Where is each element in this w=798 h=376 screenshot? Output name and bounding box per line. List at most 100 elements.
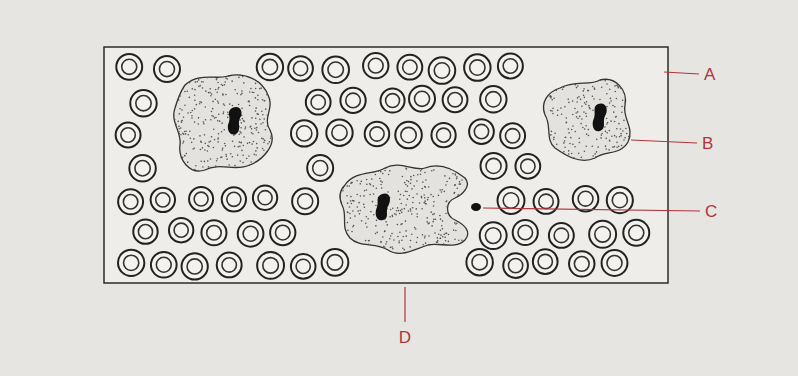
granule (544, 121, 546, 123)
granule (171, 133, 173, 135)
granule (567, 158, 569, 160)
granule (353, 169, 355, 171)
granule (581, 156, 583, 158)
cell-inner-ring (368, 58, 383, 73)
granule (225, 156, 227, 158)
granule (213, 147, 215, 149)
cell-inner-ring (370, 127, 384, 141)
granule (357, 206, 359, 208)
granule (463, 170, 465, 172)
granule (174, 142, 176, 144)
granule (347, 212, 349, 214)
granule (577, 111, 579, 113)
granule (431, 163, 433, 165)
granule (432, 252, 434, 254)
granule (276, 165, 278, 167)
granule (221, 174, 223, 176)
granule (425, 242, 427, 244)
granule (268, 120, 270, 122)
granule (628, 138, 630, 140)
granule (347, 202, 349, 204)
granule (221, 131, 223, 133)
granule (184, 74, 186, 76)
granule (581, 81, 583, 83)
granule (230, 168, 232, 170)
granule (416, 193, 418, 195)
granule (543, 150, 545, 152)
granule (550, 87, 552, 89)
granule (251, 91, 253, 93)
granule (215, 99, 217, 101)
granule (453, 192, 455, 194)
granule (338, 194, 340, 196)
granule (592, 95, 594, 97)
granule (397, 207, 399, 209)
granule (276, 173, 278, 175)
granule (471, 245, 473, 247)
granule (577, 97, 579, 99)
granule (236, 70, 238, 72)
granule (456, 187, 458, 189)
granule (378, 171, 380, 173)
granule (456, 202, 458, 204)
granule (180, 127, 182, 129)
granule (546, 133, 548, 135)
granule (201, 102, 203, 104)
granule (616, 142, 618, 144)
granule (386, 241, 388, 243)
granule (267, 143, 269, 145)
granule (417, 174, 419, 176)
granule (448, 159, 450, 161)
granule (552, 145, 554, 147)
granule (346, 185, 348, 187)
cell-inner-ring (174, 223, 188, 237)
red-blood-cell (270, 220, 295, 245)
granule (204, 143, 206, 145)
granule (210, 77, 212, 79)
granule (375, 253, 377, 255)
cell-inner-ring (508, 258, 522, 272)
granule (456, 165, 458, 167)
granule (612, 146, 614, 148)
granule (403, 158, 405, 160)
red-blood-cell (464, 54, 490, 80)
granule (187, 70, 189, 72)
granule (256, 113, 258, 115)
granule (199, 101, 201, 103)
granule (340, 160, 342, 162)
granule (630, 144, 632, 146)
granule (187, 90, 189, 92)
granule (170, 80, 172, 82)
granule (382, 236, 384, 238)
granule (605, 138, 607, 140)
granule (350, 217, 352, 219)
granule (213, 173, 215, 175)
granule (365, 223, 367, 225)
granule (429, 251, 431, 253)
granule (435, 218, 437, 220)
granule (412, 202, 414, 204)
granule (202, 147, 204, 149)
granule (366, 184, 368, 186)
granule (247, 143, 249, 145)
granule (350, 200, 352, 202)
granule (380, 184, 382, 186)
granule (183, 71, 185, 73)
granule (596, 74, 598, 76)
granule (577, 85, 579, 87)
granule (576, 101, 578, 103)
granule (263, 100, 265, 102)
granule (454, 184, 456, 186)
granule (468, 229, 470, 231)
cell-inner-ring (262, 59, 277, 74)
cell-inner-ring (156, 193, 170, 207)
granule (243, 136, 245, 138)
granule (259, 81, 261, 83)
granule (208, 166, 210, 168)
cell-outer-ring (306, 90, 331, 115)
granule (368, 244, 370, 246)
granule (583, 95, 585, 97)
cell-inner-ring (328, 62, 343, 77)
granule (277, 154, 279, 156)
